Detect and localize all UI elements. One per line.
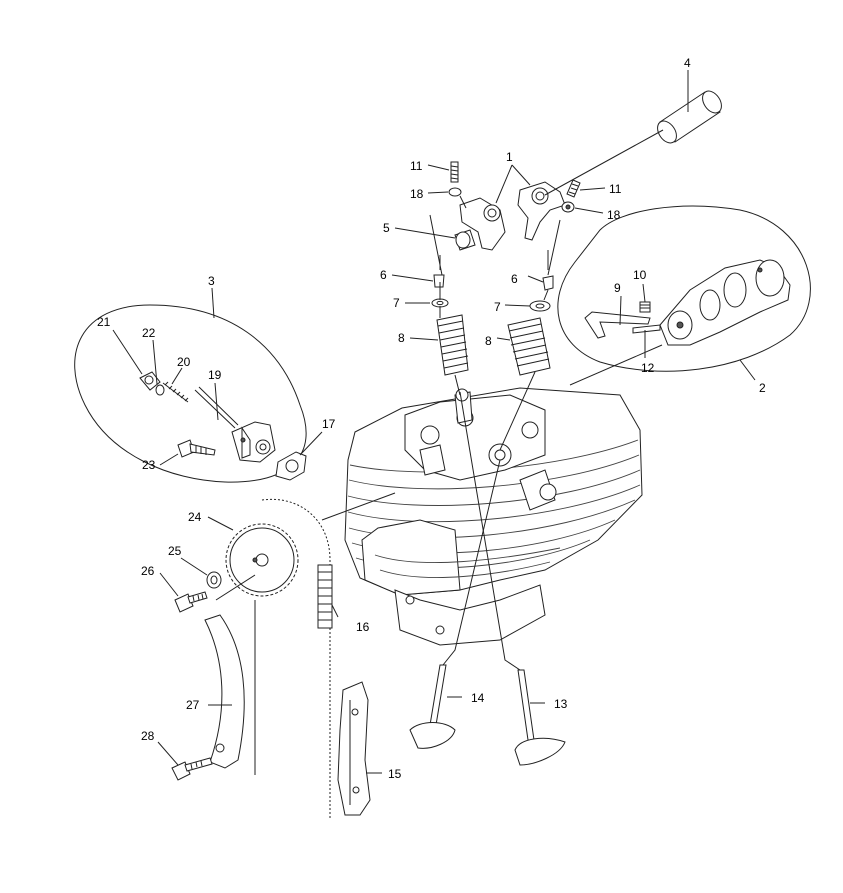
callout-6-left: 6 [380, 268, 387, 282]
callout-13: 13 [554, 697, 568, 711]
callout-leaders [112, 70, 756, 774]
callout-26: 26 [141, 564, 155, 578]
decompressor-pin [632, 324, 661, 334]
callout-1: 1 [506, 150, 513, 164]
chain-guide [204, 614, 245, 769]
tensioner-rod [194, 386, 239, 429]
rocker-arm-left [459, 197, 506, 251]
tensioner-spring [162, 381, 189, 403]
callout-24: 24 [188, 510, 202, 524]
rocker-bushing [454, 229, 476, 251]
lock-nut-left [448, 187, 462, 197]
callout-6-right: 6 [511, 272, 518, 286]
callout-18-left: 18 [410, 187, 424, 201]
camshaft [659, 259, 791, 346]
assembly-lines [215, 129, 664, 775]
callout-7-right: 7 [494, 300, 501, 314]
spring-retainer-left [431, 298, 449, 308]
callout-4: 4 [684, 56, 691, 70]
callout-21: 21 [97, 315, 111, 329]
adjust-screw-right [566, 179, 581, 198]
callout-5: 5 [383, 221, 390, 235]
callout-19: 19 [208, 368, 222, 382]
decompressor-lever [584, 311, 651, 339]
tensioner-gasket [275, 451, 307, 481]
callout-7-left: 7 [393, 296, 400, 310]
callout-12: 12 [641, 361, 655, 375]
callout-11-right: 11 [609, 182, 622, 196]
intake-valve [409, 664, 456, 749]
tensioner-group-outline [74, 304, 307, 483]
tensioner-bolt [177, 439, 216, 458]
valve-spring-left [436, 314, 469, 376]
callout-labels: 1 2 3 4 5 6 6 7 7 8 8 9 10 11 11 12 13 1… [97, 56, 766, 781]
callout-3: 3 [208, 274, 215, 288]
sprocket-bolt [174, 591, 208, 613]
callout-15: 15 [388, 767, 402, 781]
valve-collet-left [433, 274, 445, 288]
callout-16: 16 [356, 620, 370, 634]
cylinder-head [344, 387, 643, 646]
callout-10: 10 [633, 268, 647, 282]
callout-8-right: 8 [485, 334, 492, 348]
exhaust-valve [514, 669, 566, 766]
cam-sprocket [225, 523, 299, 597]
callout-11-left: 11 [410, 159, 423, 173]
callout-14: 14 [471, 691, 485, 705]
tensioner-washer [155, 384, 165, 396]
callout-22: 22 [142, 326, 156, 340]
callout-9: 9 [614, 281, 621, 295]
callout-27: 27 [186, 698, 200, 712]
callout-18-right: 18 [607, 208, 621, 222]
rocker-shaft [657, 90, 722, 144]
valve-collet-right [542, 275, 554, 291]
chain-guide-bolt [171, 757, 213, 781]
tensioner-body [231, 421, 276, 463]
callout-8-left: 8 [398, 331, 405, 345]
callout-2: 2 [759, 381, 766, 395]
adjust-screw-left [450, 161, 459, 183]
callout-17: 17 [322, 417, 336, 431]
camshaft-group-outline [557, 205, 811, 372]
lock-nut-right [561, 201, 575, 213]
cam-chain [261, 498, 333, 820]
chain-slider [337, 681, 371, 816]
rocker-arm-right [517, 181, 566, 241]
tensioner-cap-bolt [139, 371, 161, 391]
spring-retainer-right [529, 300, 551, 312]
valve-spring-right [507, 317, 551, 376]
decompressor-spring [639, 301, 651, 313]
callout-28: 28 [141, 729, 155, 743]
callout-20: 20 [177, 355, 191, 369]
callout-25: 25 [168, 544, 182, 558]
sprocket-washer [206, 571, 222, 589]
callout-23: 23 [142, 458, 156, 472]
